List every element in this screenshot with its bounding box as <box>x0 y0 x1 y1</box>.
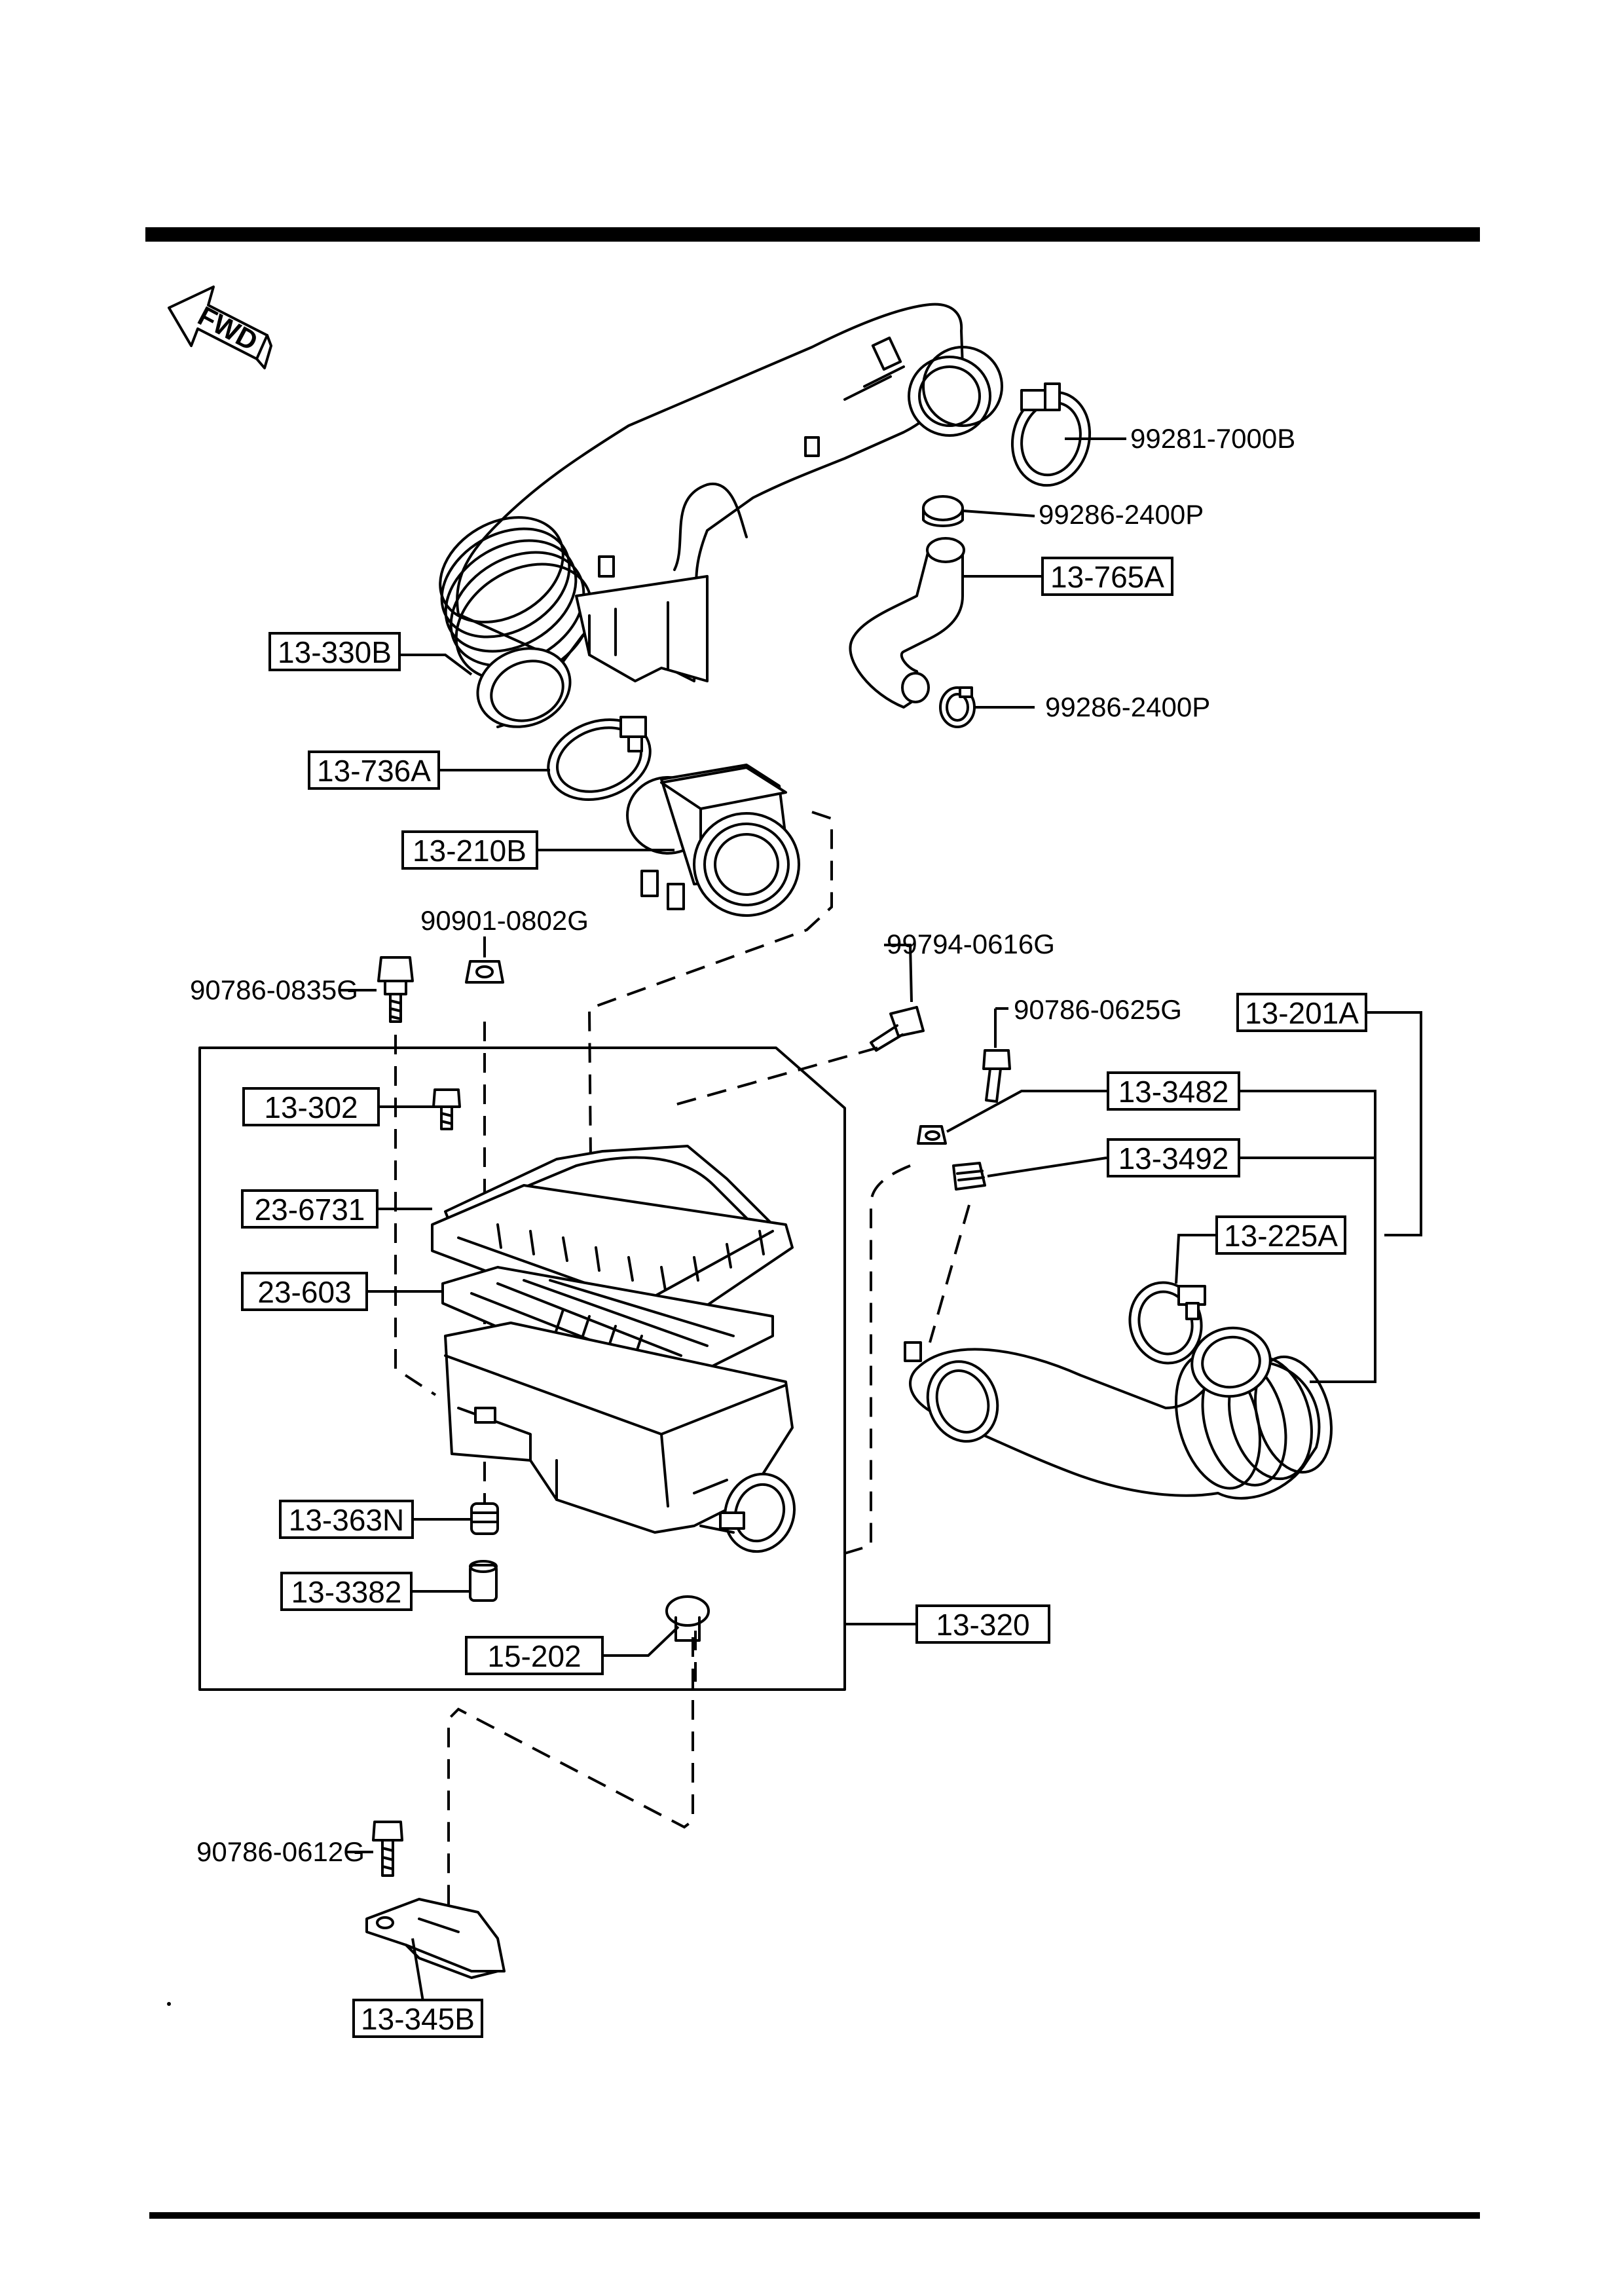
label-13-210B: 13-210B <box>401 830 538 870</box>
svg-text:13-201A: 13-201A <box>1245 996 1359 1030</box>
label-13-225A: 13-225A <box>1215 1215 1346 1255</box>
air-cleaner-frame <box>198 1046 846 1691</box>
svg-text:13-302: 13-302 <box>264 1090 358 1124</box>
intake-hose-13-201A <box>904 1326 1333 1500</box>
collar-13-3382 <box>469 1560 498 1602</box>
label-13-320: 13-320 <box>915 1604 1050 1644</box>
dashed-bolt-right <box>667 1046 878 1108</box>
svg-text:23-6731: 23-6731 <box>255 1193 365 1227</box>
grommet-15-202 <box>665 1595 710 1642</box>
label-90786-0612G: 90786-0612G <box>196 1836 365 1867</box>
bottom-rule <box>149 2212 1480 2219</box>
svg-text:13-225A: 13-225A <box>1224 1219 1338 1253</box>
air-cleaner-13-320 <box>431 1145 796 1553</box>
label-13-736A: 13-736A <box>308 750 440 790</box>
bolt-90786-0625G <box>982 1049 1011 1103</box>
label-13-302: 13-302 <box>242 1087 380 1126</box>
fwd-label: FWD <box>193 300 263 356</box>
stray-dot <box>167 2002 171 2006</box>
label-99794-0616G: 99794-0616G <box>887 929 1055 959</box>
label-13-3492: 13-3492 <box>1107 1138 1240 1177</box>
duct-clamp-13-736A <box>547 716 652 801</box>
grommet-13-363N <box>470 1502 499 1535</box>
label-99286-2400P-lower: 99286-2400P <box>1045 692 1210 722</box>
label-99286-2400P-upper: 99286-2400P <box>1039 499 1204 530</box>
bolt-13-302 <box>432 1088 461 1130</box>
nut-13-3482 <box>917 1125 947 1145</box>
svg-text:13-3382: 13-3382 <box>291 1575 402 1609</box>
label-90786-0625G: 90786-0625G <box>1014 994 1182 1025</box>
svg-text:13-210B: 13-210B <box>413 834 526 868</box>
label-13-345B: 13-345B <box>352 1999 483 2038</box>
bolt-90786-0835G <box>377 956 414 1023</box>
nut-13-3492 <box>952 1162 986 1191</box>
cover-ribs <box>496 1223 765 1291</box>
hose-13-765A <box>849 537 965 709</box>
label-23-603: 23-603 <box>241 1272 368 1311</box>
svg-text:13-3492: 13-3492 <box>1118 1141 1229 1176</box>
small-clamp-upper <box>922 495 964 527</box>
label-13-201A: 13-201A <box>1236 993 1367 1032</box>
hose-clamp-13-225A <box>1128 1281 1206 1365</box>
nut-90901-0802G <box>465 960 504 984</box>
svg-text:13-330B: 13-330B <box>278 635 392 669</box>
svg-text:13-345B: 13-345B <box>361 2002 475 2036</box>
label-13-3382: 13-3382 <box>280 1572 413 1611</box>
dashed-to-bracket <box>447 1637 694 1906</box>
airflow-meter-13-210B <box>626 764 800 917</box>
label-13-765A: 13-765A <box>1041 557 1173 596</box>
dashed-hose-outlet <box>838 1164 911 1557</box>
label-13-330B: 13-330B <box>268 632 401 671</box>
label-23-6731: 23-6731 <box>241 1189 378 1229</box>
top-rule <box>145 227 1480 242</box>
svg-text:13-363N: 13-363N <box>289 1503 404 1537</box>
svg-text:13-3482: 13-3482 <box>1118 1075 1229 1109</box>
small-clamp-lower <box>939 686 976 728</box>
bolt-99794-0616G <box>870 1006 925 1052</box>
label-13-3482: 13-3482 <box>1107 1071 1240 1111</box>
svg-text:13-736A: 13-736A <box>317 754 431 788</box>
dashed-meter-to-cleaner <box>587 811 833 1160</box>
label-13-363N: 13-363N <box>279 1500 414 1539</box>
dashed-hose-right <box>929 1204 970 1343</box>
bracket-13-345B <box>365 1898 506 1979</box>
label-90901-0802G: 90901-0802G <box>420 905 589 936</box>
svg-text:13-320: 13-320 <box>936 1608 1029 1642</box>
svg-text:23-603: 23-603 <box>257 1275 351 1309</box>
label-99281-7000B: 99281-7000B <box>1130 423 1295 454</box>
label-15-202: 15-202 <box>465 1636 604 1675</box>
intake-duct-13-330B <box>439 303 1003 728</box>
svg-text:13-765A: 13-765A <box>1050 560 1164 594</box>
label-90786-0835G: 90786-0835G <box>190 974 358 1005</box>
hose-clamp-99281-7000B <box>1010 382 1092 487</box>
bolt-90786-0612G <box>372 1821 403 1877</box>
dashed-bolt-left <box>394 1035 437 1396</box>
fwd-arrow-icon: FWD <box>168 286 272 369</box>
filter-element-pleats <box>470 1279 735 1377</box>
svg-text:15-202: 15-202 <box>487 1639 581 1673</box>
